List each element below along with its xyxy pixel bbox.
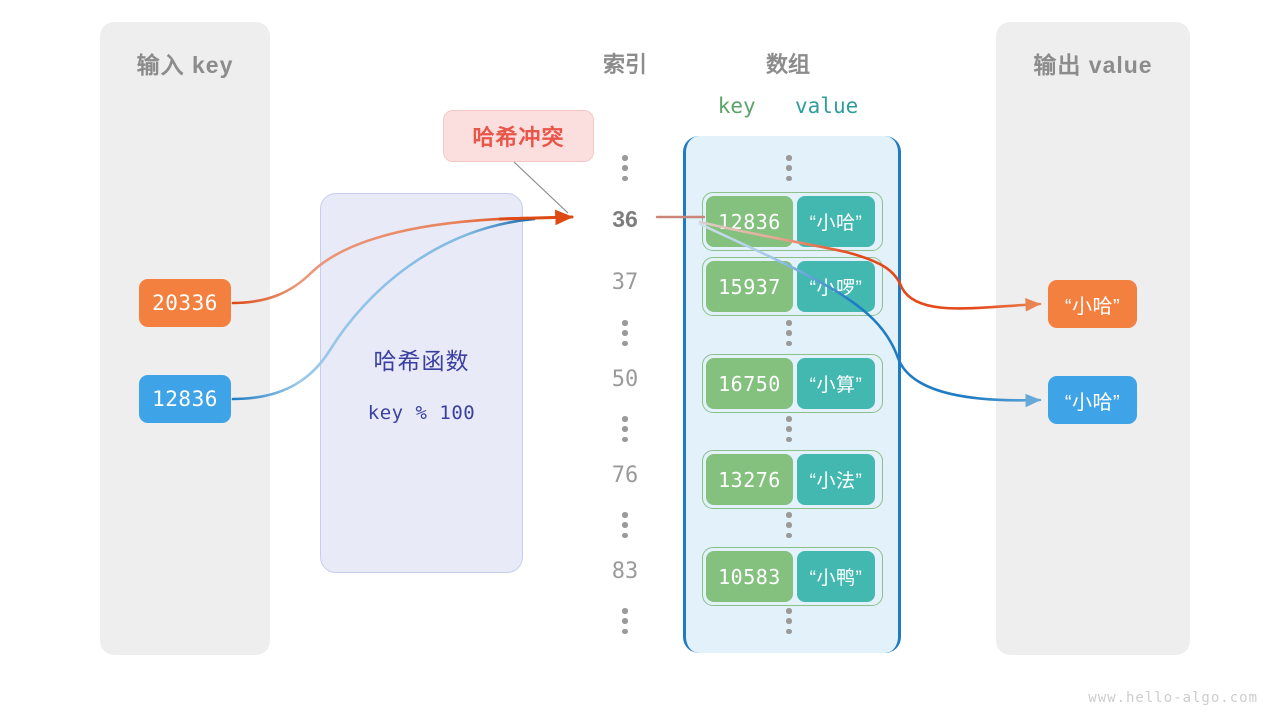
bucket-key: 10583 xyxy=(706,551,793,602)
input-panel-title: 输入 key xyxy=(136,52,234,78)
index-ellipsis-1 xyxy=(615,320,635,346)
bucket-row-76[interactable]: 13276 “小法” xyxy=(702,450,883,509)
output-value-chip-2[interactable]: “小哈” xyxy=(1048,376,1137,424)
bucket-value: “小算” xyxy=(797,358,875,409)
array-column-header: 数组 xyxy=(765,52,810,77)
array-ellipsis-2 xyxy=(779,416,799,442)
output-panel: 输出 value xyxy=(996,22,1190,655)
bucket-value: “小哈” xyxy=(797,196,875,247)
hash-collision-badge: 哈希冲突 xyxy=(443,110,594,162)
array-ellipsis-top xyxy=(779,155,799,181)
bucket-row-36[interactable]: 12836 “小哈” xyxy=(702,192,883,251)
bucket-value: “小啰” xyxy=(797,261,875,312)
index-label-83: 83 xyxy=(611,559,639,584)
array-key-header: key xyxy=(717,94,756,118)
index-label-36: 36 xyxy=(612,206,638,232)
output-panel-title: 输出 value xyxy=(1033,52,1153,78)
watermark: www.hello-algo.com xyxy=(1088,690,1258,706)
hash-function-title: 哈希函数 xyxy=(373,348,470,374)
array-ellipsis-bottom xyxy=(779,608,799,634)
hash-function-box: 哈希函数 key % 100 xyxy=(320,193,523,573)
array-kv-header: key value xyxy=(688,94,888,118)
index-label-37: 37 xyxy=(611,270,639,295)
bucket-key: 16750 xyxy=(706,358,793,409)
bucket-value: “小鸭” xyxy=(797,551,875,602)
index-label-50: 50 xyxy=(611,367,639,392)
bucket-row-37[interactable]: 15937 “小啰” xyxy=(702,257,883,316)
bucket-row-83[interactable]: 10583 “小鸭” xyxy=(702,547,883,606)
bucket-value: “小法” xyxy=(797,454,875,505)
bucket-key: 15937 xyxy=(706,261,793,312)
bucket-key: 12836 xyxy=(706,196,793,247)
input-key-chip-12836[interactable]: 12836 xyxy=(139,375,231,423)
index-ellipsis-bottom xyxy=(615,608,635,634)
index-label-76: 76 xyxy=(611,463,639,488)
array-value-header: value xyxy=(795,94,859,118)
array-ellipsis-1 xyxy=(779,320,799,346)
bucket-row-50[interactable]: 16750 “小算” xyxy=(702,354,883,413)
input-key-chip-20336[interactable]: 20336 xyxy=(139,279,231,327)
index-ellipsis-top xyxy=(615,155,635,181)
output-value-chip-1[interactable]: “小哈” xyxy=(1048,280,1137,328)
index-ellipsis-3 xyxy=(615,512,635,538)
index-ellipsis-2 xyxy=(615,416,635,442)
bucket-key: 13276 xyxy=(706,454,793,505)
array-ellipsis-3 xyxy=(779,512,799,538)
index-column-header: 索引 xyxy=(602,52,647,77)
input-panel: 输入 key xyxy=(100,22,270,655)
hash-function-formula: key % 100 xyxy=(367,402,476,424)
